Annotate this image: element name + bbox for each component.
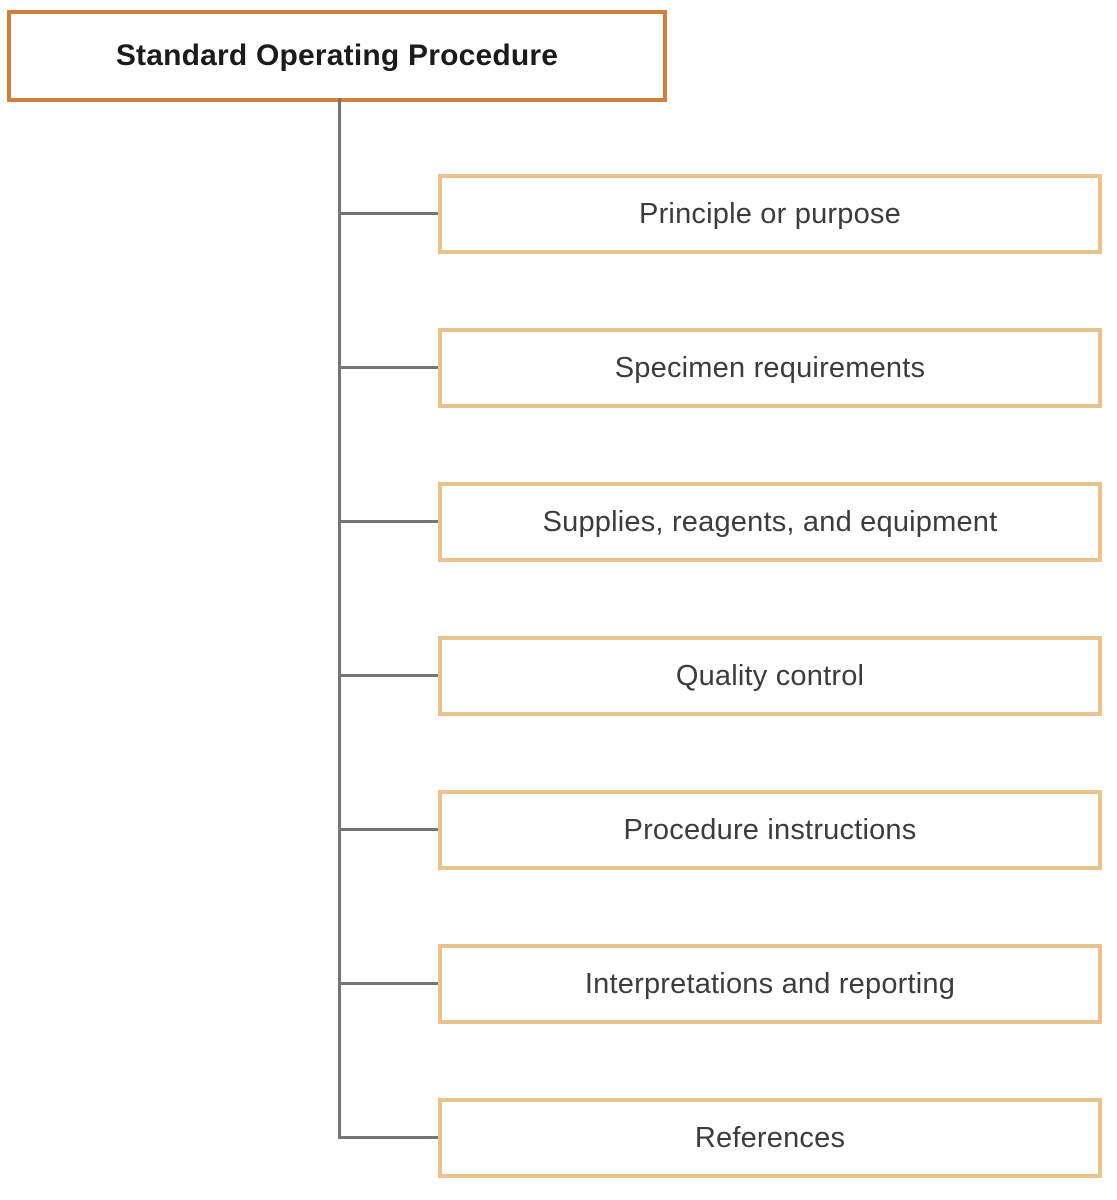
child-node-label: Principle or purpose bbox=[639, 197, 901, 230]
child-node-label: Interpretations and reporting bbox=[584, 967, 956, 1000]
child-node-box-interpretations-and-reporting: Interpretations and reporting bbox=[438, 944, 1102, 1024]
child-node-label: Supplies, reagents, and equipment bbox=[542, 505, 998, 538]
child-node-box-references: References bbox=[438, 1098, 1102, 1178]
child-node-label: Procedure instructions bbox=[623, 813, 917, 846]
root-node-standard-operating-procedure: Standard Operating Procedure bbox=[7, 10, 667, 102]
trunk-connector-line bbox=[338, 98, 341, 1139]
child-node-box-supplies-reagents-and-equipment: Supplies, reagents, and equipment bbox=[438, 482, 1102, 562]
branch-connector-line bbox=[339, 674, 439, 677]
child-node-box-quality-control: Quality control bbox=[438, 636, 1102, 716]
child-node-label: Quality control bbox=[675, 659, 865, 692]
branch-connector-line bbox=[339, 828, 439, 831]
child-node-box-specimen-requirements: Specimen requirements bbox=[438, 328, 1102, 408]
child-node-label: References bbox=[694, 1121, 846, 1154]
branch-connector-line bbox=[339, 212, 439, 215]
branch-connector-line bbox=[339, 1136, 439, 1139]
branch-connector-line bbox=[339, 366, 439, 369]
root-node-label: Standard Operating Procedure bbox=[115, 39, 559, 72]
branch-connector-line bbox=[339, 520, 439, 523]
child-node-box-procedure-instructions: Procedure instructions bbox=[438, 790, 1102, 870]
child-node-label: Specimen requirements bbox=[614, 351, 926, 384]
branch-connector-line bbox=[339, 982, 439, 985]
child-node-box-principle-or-purpose: Principle or purpose bbox=[438, 174, 1102, 254]
